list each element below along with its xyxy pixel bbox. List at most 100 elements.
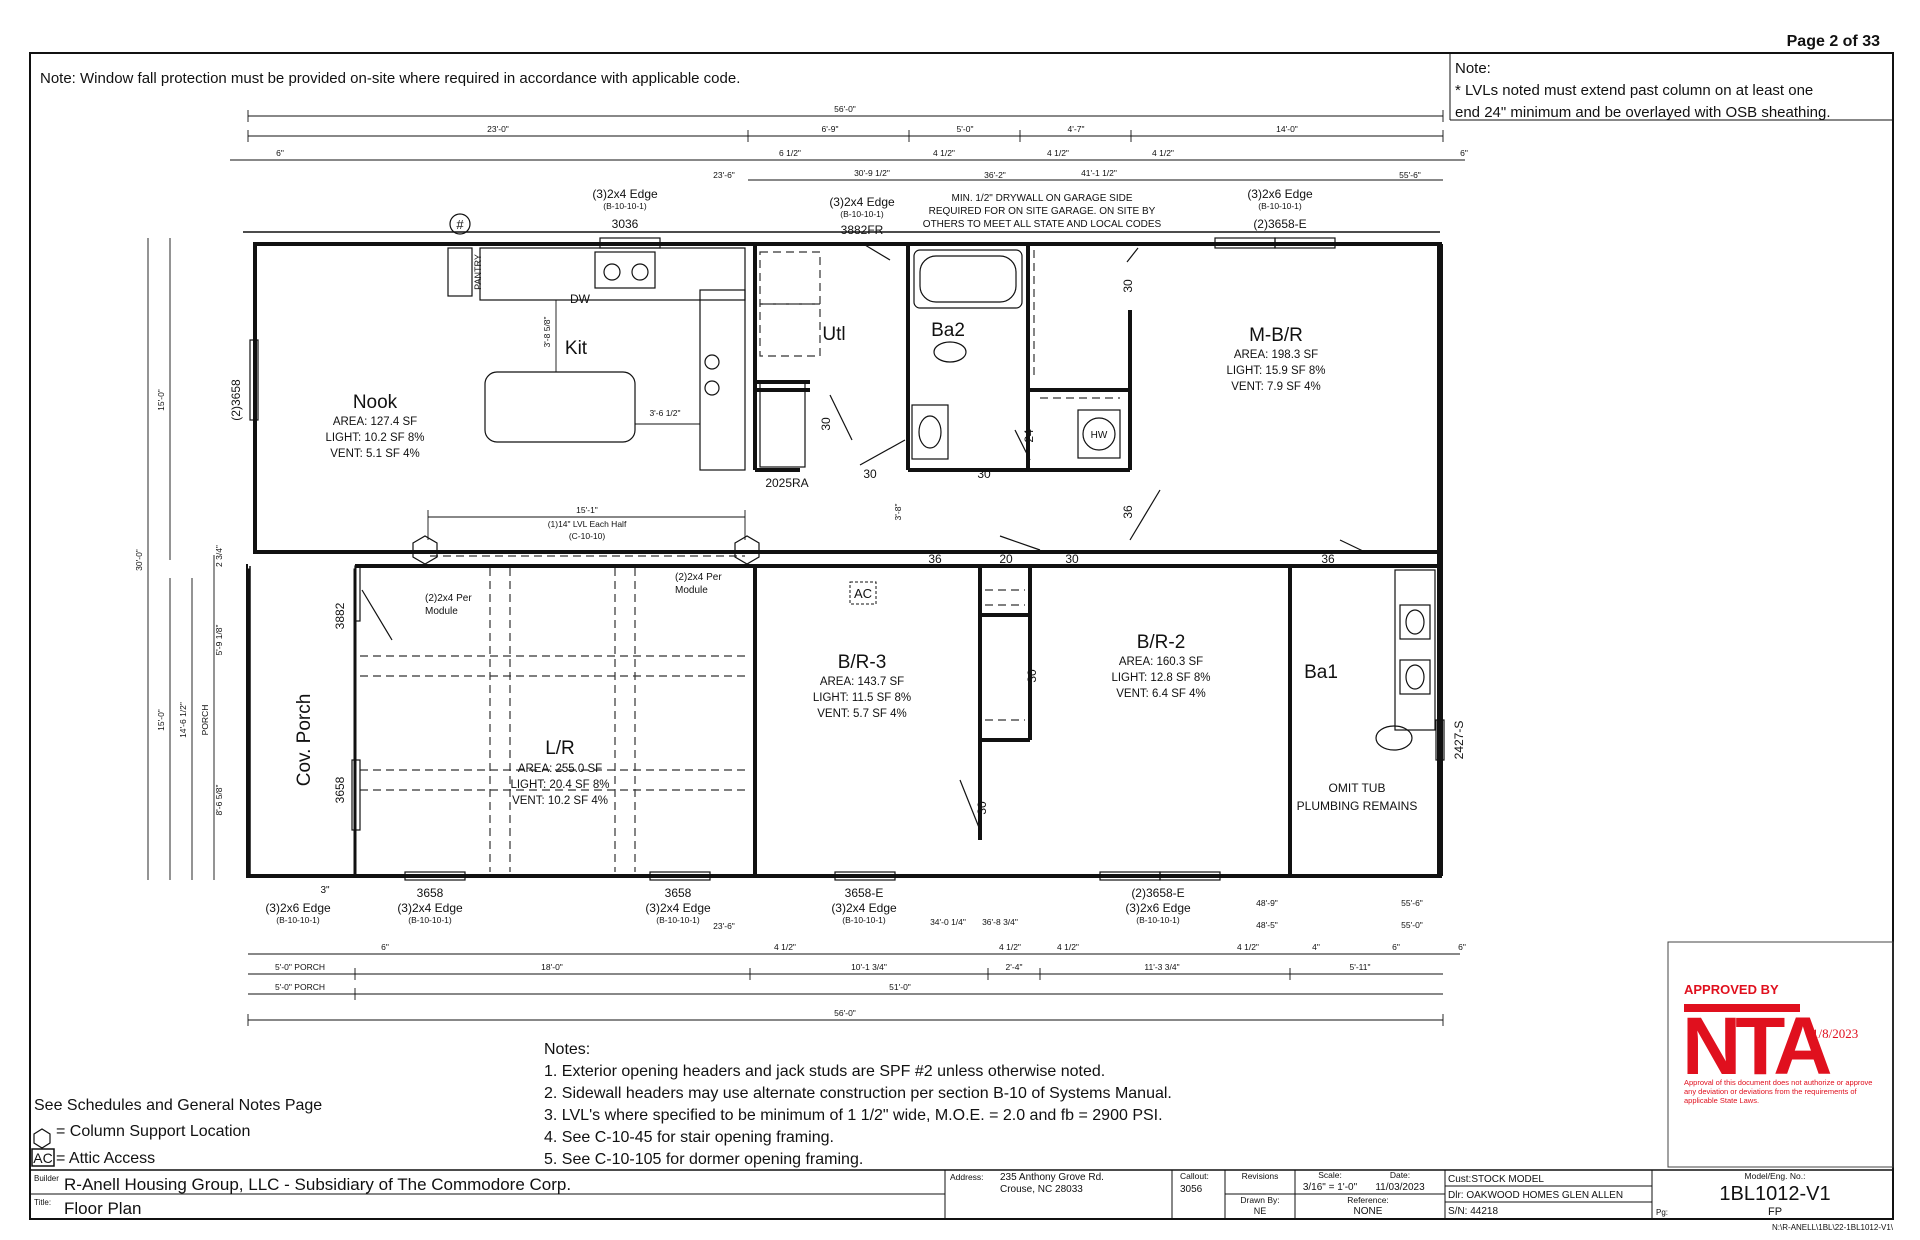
omit-tub-1: OMIT TUB bbox=[1329, 781, 1386, 795]
lvl-spec-1: (1)14" LVL Each Half bbox=[548, 519, 627, 529]
garage-note-3: OTHERS TO MEET ALL STATE AND LOCAL CODES bbox=[923, 219, 1162, 230]
hall-closet bbox=[985, 589, 1025, 721]
stamp-fine-print: Approval of this document does not autho… bbox=[1684, 1078, 1873, 1105]
hdr2: (3)2x4 Edge bbox=[829, 195, 895, 209]
bot-hdr4-win: 3658-E bbox=[845, 886, 884, 900]
col-right-note-1: (2)2x4 Per bbox=[675, 572, 722, 583]
bot-hdr5: (3)2x6 Edge bbox=[1125, 901, 1191, 915]
door-36b: 36 bbox=[1121, 505, 1135, 519]
hash-marker bbox=[449, 213, 471, 235]
bot-489: 48'-9" bbox=[1256, 898, 1278, 908]
lvl-dim: 15'-1" bbox=[576, 505, 598, 515]
door-30c: 30 bbox=[819, 417, 833, 431]
bot-3: 3" bbox=[320, 885, 330, 896]
hdr1-win: 3036 bbox=[612, 217, 639, 231]
bot-34014: 34'-0 1/4" bbox=[930, 917, 966, 927]
room-mbr-name: M-B/R bbox=[1249, 325, 1303, 346]
hdr3-ref: (B-10-10-1) bbox=[1258, 201, 1302, 211]
bot-hdr5-ref: (B-10-10-1) bbox=[1136, 915, 1180, 925]
bot-24: 2'-4" bbox=[1006, 962, 1023, 972]
room-br2-area: AREA: 160.3 SF bbox=[1119, 656, 1203, 668]
callout-value: 3056 bbox=[1180, 1184, 1203, 1195]
bot-180: 18'-0" bbox=[541, 962, 563, 972]
utility-fixtures bbox=[755, 251, 821, 468]
room-mbr-vent: VENT: 7.9 SF 4% bbox=[1231, 381, 1320, 393]
kit-dim: 3'-8 5/8" bbox=[542, 316, 552, 347]
bot-412d: 4 1/2" bbox=[1237, 942, 1259, 952]
column-support-icon bbox=[33, 1128, 51, 1149]
dim-top-612: 6 1/2" bbox=[779, 148, 801, 158]
hdr3: (3)2x6 Edge bbox=[1247, 187, 1313, 201]
bot-hdr4-ref: (B-10-10-1) bbox=[842, 915, 886, 925]
dim-top-362: 36'-2" bbox=[984, 170, 1006, 180]
room-ba1-name: Ba1 bbox=[1304, 662, 1338, 683]
scale-label: Scale: bbox=[1318, 1170, 1342, 1180]
room-lr-light: LIGHT: 20.4 SF 8% bbox=[510, 779, 609, 791]
hdr2-ref: (B-10-10-1) bbox=[840, 209, 884, 219]
dim-top-556: 55'-6" bbox=[1399, 170, 1421, 180]
room-nook-vent: VENT: 5.1 SF 4% bbox=[330, 448, 419, 460]
bot-hdr1: (3)2x6 Edge bbox=[265, 901, 331, 915]
dim-top-50: 5'-0" bbox=[957, 124, 974, 134]
exterior-walls bbox=[243, 231, 1443, 878]
left-dimensions: 15'-0" 30'-0" 2 3/4" 5'-9 1/8" 15'-0" 14… bbox=[134, 238, 224, 880]
bot-hdr2-win: 3658 bbox=[417, 886, 444, 900]
bot-hdr5-win: (2)3658-E bbox=[1131, 886, 1184, 900]
note-4: 4. See C-10-45 for stair opening framing… bbox=[544, 1129, 834, 1146]
door-30f: 30 bbox=[1025, 669, 1039, 683]
win-left-2-3658: (2)3658 bbox=[229, 379, 243, 421]
lvl-note-line1: * LVLs noted must extend past column on … bbox=[1455, 82, 1813, 99]
dim-top-140: 14'-0" bbox=[1276, 124, 1298, 134]
interior-walls bbox=[753, 244, 1440, 876]
col-left-note-2: Module bbox=[425, 606, 458, 617]
door-36a: 36 bbox=[928, 552, 942, 566]
cust-value: Cust:STOCK MODEL bbox=[1448, 1174, 1544, 1185]
bottom-dimensions: 23'-6" 34'-0 1/4" 36'-8 3/4" 48'-9" 48'-… bbox=[247, 898, 1466, 1026]
bot-hdr3-win: 3658 bbox=[665, 886, 692, 900]
bath1-fixtures: OMIT TUB PLUMBING REMAINS bbox=[1297, 569, 1436, 813]
title-label: Title: bbox=[34, 1198, 51, 1207]
drawn-label: Drawn By: bbox=[1240, 1195, 1279, 1205]
address-line2: Crouse, NC 28033 bbox=[1000, 1184, 1083, 1195]
win-3658-porch: 3658 bbox=[333, 776, 347, 803]
dlr-value: Dlr: OAKWOOD HOMES GLEN ALLEN bbox=[1448, 1190, 1623, 1201]
approval-stamp: APPROVED BY NTA 11/8/2023 Approval of th… bbox=[1667, 941, 1894, 1168]
room-br3-light: LIGHT: 11.5 SF 8% bbox=[813, 692, 911, 704]
note-5: 5. See C-10-105 for dormer opening frami… bbox=[544, 1151, 863, 1168]
win-2025: 2025RA bbox=[765, 476, 808, 490]
title-value: Floor Plan bbox=[64, 1199, 141, 1218]
win-2427: 2427-S bbox=[1452, 721, 1466, 760]
dim-top-overall: 56'-0" bbox=[834, 104, 856, 114]
bot-hdr4: (3)2x4 Edge bbox=[831, 901, 897, 915]
door-30g: 30 bbox=[975, 801, 989, 815]
reference-value: NONE bbox=[1354, 1206, 1383, 1217]
bot-36834: 36'-8 3/4" bbox=[982, 917, 1018, 927]
fp-value: FP bbox=[1768, 1206, 1782, 1218]
column-right bbox=[734, 535, 760, 565]
room-lr-area: AREA: 255.0 SF bbox=[518, 763, 602, 775]
dim-top-412a: 4 1/2" bbox=[933, 148, 955, 158]
bot-hdr2-ref: (B-10-10-1) bbox=[408, 915, 452, 925]
hall-dim: 3'-8" bbox=[893, 504, 903, 521]
bot-511: 5'-11" bbox=[1349, 962, 1370, 972]
kitchen-fixtures: PANTRY DW 3'-8 5/8" 3'-6 1/2" bbox=[447, 247, 746, 471]
dim-top-69: 6'-9" bbox=[822, 124, 839, 134]
hdr2-win: 3882FR bbox=[841, 223, 884, 237]
bot-6b: 6" bbox=[1392, 942, 1400, 952]
window-labels: (2)3658 3882 3658 2427-S bbox=[229, 379, 1466, 803]
legend-column: = Column Support Location bbox=[56, 1123, 250, 1140]
col-right-note-2: Module bbox=[675, 585, 708, 596]
stamp-logo: NTA bbox=[1682, 1001, 1831, 1092]
dim-top-6b: 6" bbox=[1460, 148, 1468, 158]
dim-left-865: 8'-6 5/8" bbox=[214, 784, 224, 815]
bot-overall: 56'-0" bbox=[834, 1008, 856, 1018]
revisions-label: Revisions bbox=[1242, 1171, 1279, 1181]
note-1: 1. Exterior opening headers and jack stu… bbox=[544, 1063, 1105, 1080]
dim-left-234: 2 3/4" bbox=[214, 545, 224, 567]
sheet-border bbox=[29, 52, 1894, 1220]
room-nook-area: AREA: 127.4 SF bbox=[333, 416, 417, 428]
room-br2-name: B/R-2 bbox=[1137, 632, 1186, 653]
stamp-approved: APPROVED BY bbox=[1684, 982, 1779, 997]
dw-label: DW bbox=[570, 292, 591, 306]
column-left bbox=[412, 535, 438, 565]
